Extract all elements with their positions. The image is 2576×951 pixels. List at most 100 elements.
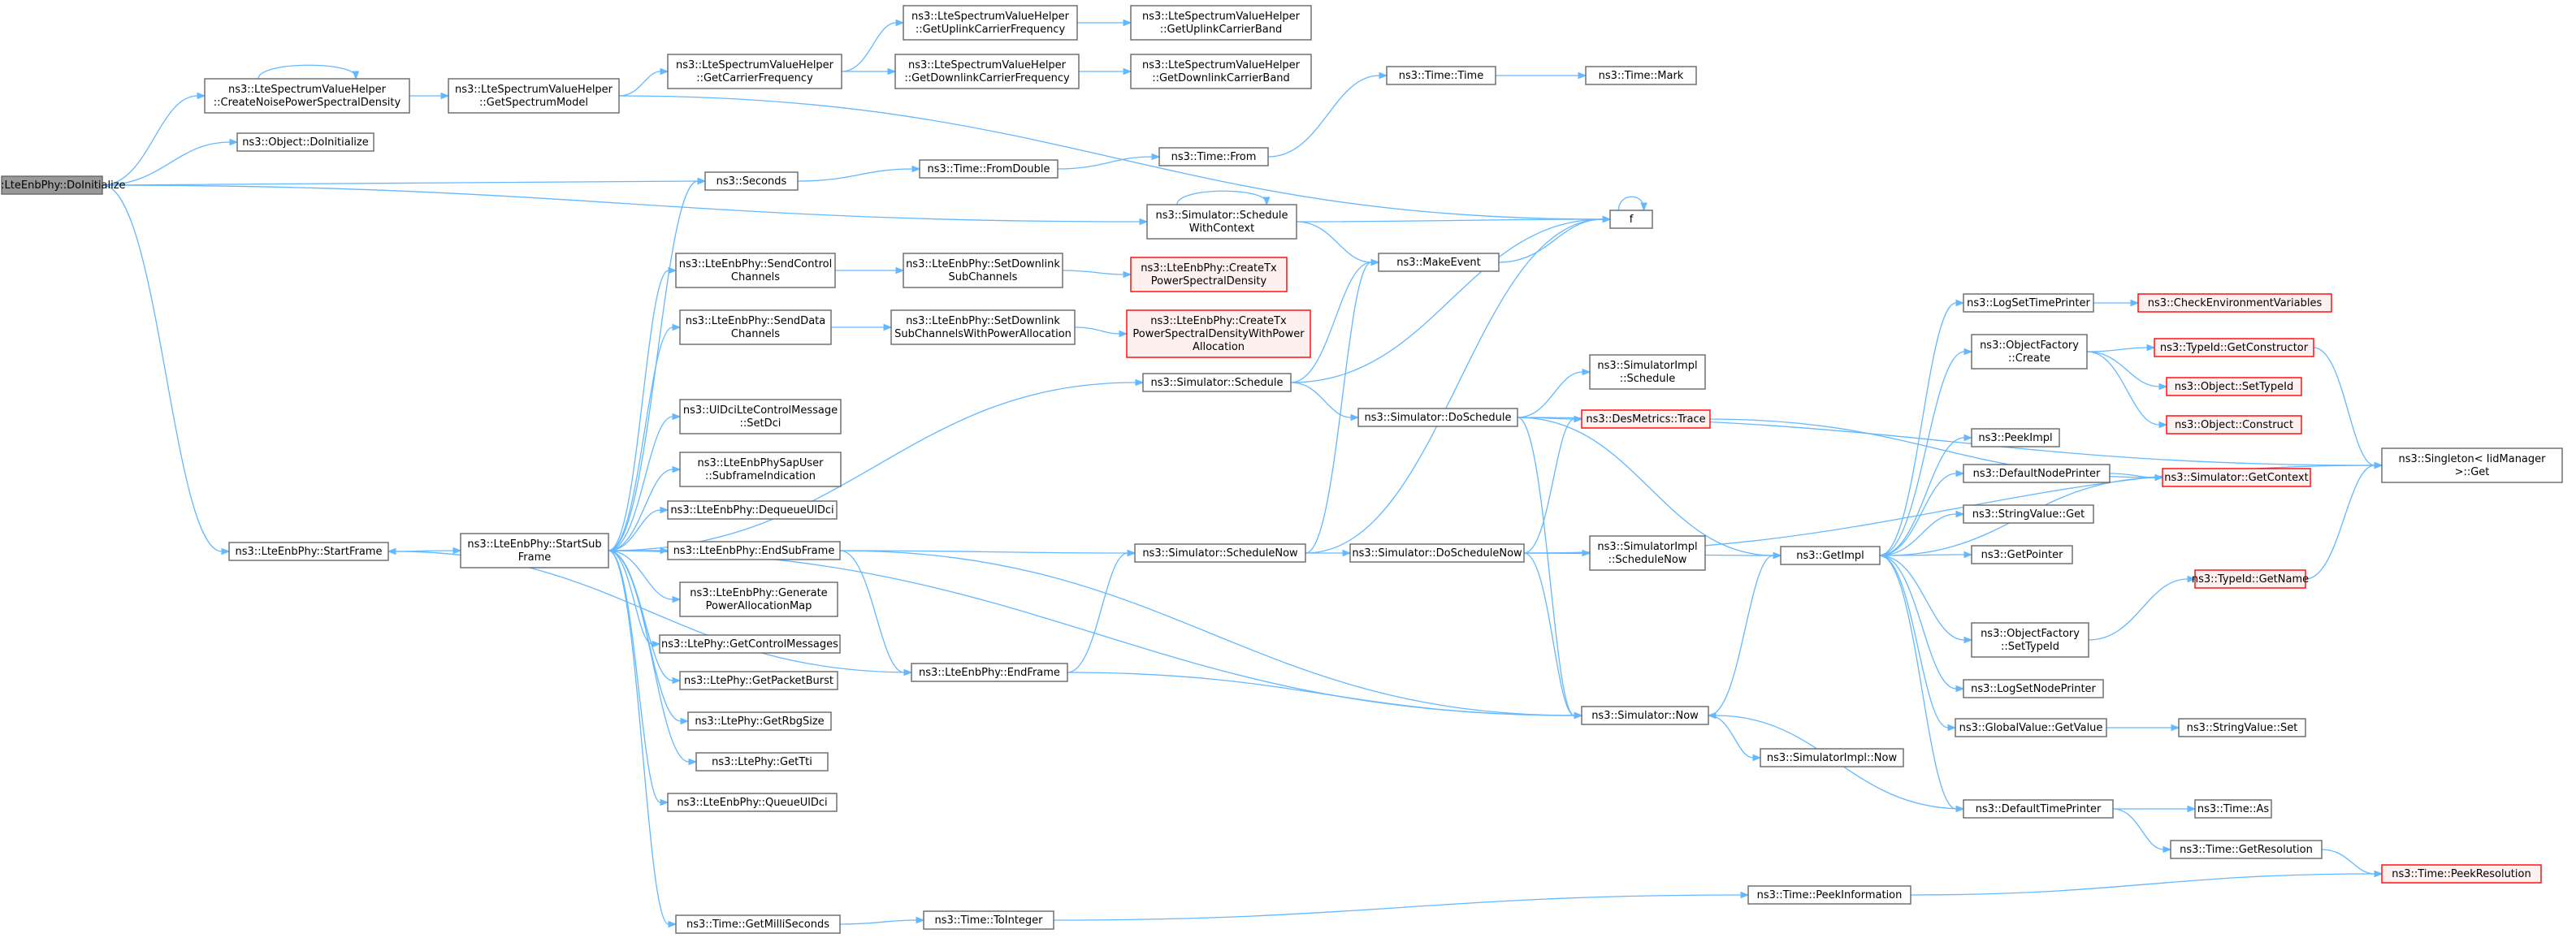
node-box[interactable] (1130, 54, 1312, 89)
node-box[interactable] (1955, 718, 2107, 737)
node-box[interactable] (1130, 257, 1288, 292)
node-box[interactable] (1963, 293, 2094, 313)
node-box[interactable] (1134, 543, 1306, 563)
node-ulsetdci[interactable]: ns3::UlDciLteControlMessage::SetDci (679, 399, 842, 434)
node-simimplsched[interactable]: ns3::SimulatorImpl::Schedule (1589, 354, 1706, 390)
node-getdlcb[interactable]: ns3::LteSpectrumValueHelper::GetDownlink… (1130, 54, 1312, 89)
node-construct[interactable]: ns3::Object::Construct (2166, 415, 2302, 434)
node-box[interactable] (460, 533, 609, 568)
node-box[interactable] (667, 541, 841, 560)
node-box[interactable] (1963, 504, 2094, 524)
node-box[interactable] (1971, 622, 2089, 658)
node-logsetnode[interactable]: ns3::LogSetNodePrinter (1963, 679, 2104, 698)
node-box[interactable] (2178, 718, 2306, 737)
node-getdlcf[interactable]: ns3::LteSpectrumValueHelper::GetDownlink… (894, 54, 1080, 89)
node-simimplsnow[interactable]: ns3::SimulatorImpl::ScheduleNow (1589, 535, 1706, 571)
node-getms[interactable]: ns3::Time::GetMilliSeconds (675, 914, 841, 934)
node-box[interactable] (667, 54, 842, 89)
node-getcarr[interactable]: ns3::LteSpectrumValueHelper::GetCarrierF… (667, 54, 842, 89)
node-box[interactable] (1780, 546, 1881, 565)
node-endsub[interactable]: ns3::LteEnbPhy::EndSubFrame (667, 541, 841, 560)
node-box[interactable] (1357, 408, 1518, 427)
node-sapuser[interactable]: ns3::LteEnbPhySapUser::SubframeIndicatio… (679, 452, 842, 487)
node-dequeueul[interactable]: ns3::LteEnbPhy::DequeueUlDci (667, 500, 838, 520)
node-simnow[interactable]: ns3::Simulator::Now (1581, 706, 1709, 725)
node-box[interactable] (1581, 409, 1711, 429)
node-strvalget[interactable]: ns3::StringValue::Get (1963, 504, 2094, 524)
node-simsched[interactable]: ns3::Simulator::Schedule (1142, 373, 1292, 392)
node-getcontext[interactable]: ns3::Simulator::GetContext (2162, 468, 2311, 487)
node-box[interactable] (2194, 799, 2272, 819)
node-box[interactable] (923, 910, 1054, 930)
node-dosnow[interactable]: ns3::Simulator::DoScheduleNow (1349, 543, 1525, 563)
node-queueul[interactable]: ns3::LteEnbPhy::QueueUlDci (667, 793, 838, 812)
node-box[interactable] (228, 542, 389, 561)
node-getulcb[interactable]: ns3::LteSpectrumValueHelper::GetUplinkCa… (1130, 5, 1312, 41)
node-getctrl[interactable]: ns3::LtePhy::GetControlMessages (659, 634, 841, 654)
node-getpointer[interactable]: ns3::GetPointer (1971, 545, 2073, 564)
node-getctor[interactable]: ns3::TypeId::GetConstructor (2154, 338, 2314, 357)
node-box[interactable] (1971, 545, 2073, 564)
node-box[interactable] (1971, 334, 2088, 370)
node-box[interactable] (1386, 66, 1496, 85)
node-box[interactable] (2170, 840, 2323, 859)
node-box[interactable] (679, 581, 838, 617)
node-box[interactable] (2137, 293, 2332, 313)
node-strvalset[interactable]: ns3::StringValue::Set (2178, 718, 2306, 737)
node-getname[interactable]: ns3::TypeId::GetName (2192, 569, 2309, 589)
node-box[interactable] (704, 171, 799, 191)
node-box[interactable] (1963, 679, 2104, 698)
node-box[interactable] (1158, 147, 1269, 166)
node-box[interactable] (1581, 706, 1709, 725)
node-timefrom[interactable]: ns3::Time::From (1158, 147, 1269, 166)
node-box[interactable] (2154, 338, 2314, 357)
node-box[interactable] (903, 253, 1063, 288)
node-box[interactable] (2166, 377, 2302, 396)
node-startframe[interactable]: ns3::LteEnbPhy::StartFrame (228, 542, 389, 561)
node-createtx[interactable]: ns3::LteEnbPhy::CreateTxPowerSpectralDen… (1130, 257, 1288, 292)
node-setdlsubpa[interactable]: ns3::LteEnbPhy::SetDownlinkSubChannelsWi… (890, 309, 1076, 345)
node-box[interactable] (2162, 468, 2311, 487)
node-box[interactable] (679, 309, 832, 345)
node-f[interactable]: f (1609, 210, 1653, 229)
node-box[interactable] (1130, 5, 1312, 41)
node-box[interactable] (1349, 543, 1525, 563)
node-genpam[interactable]: ns3::LteEnbPhy::GeneratePowerAllocationM… (679, 581, 838, 617)
node-box[interactable] (2166, 415, 2302, 434)
node-createtxpa[interactable]: ns3::LteEnbPhy::CreateTxPowerSpectralDen… (1126, 309, 1311, 358)
node-box[interactable] (2381, 864, 2542, 884)
node-peekres[interactable]: ns3::Time::PeekResolution (2381, 864, 2542, 884)
node-checkenv[interactable]: ns3::CheckEnvironmentVariables (2137, 293, 2332, 313)
node-box[interactable] (659, 634, 841, 654)
node-tointeger[interactable]: ns3::Time::ToInteger (923, 910, 1054, 930)
node-box[interactable] (675, 253, 836, 288)
node-box[interactable] (1585, 66, 1697, 85)
node-endframe[interactable]: ns3::LteEnbPhy::EndFrame (911, 663, 1068, 682)
node-desmetrics[interactable]: ns3::DesMetrics::Trace (1581, 409, 1711, 429)
node-box[interactable] (1, 175, 103, 195)
node-box[interactable] (675, 914, 841, 934)
node-box[interactable] (911, 663, 1068, 682)
node-simimplnow[interactable]: ns3::SimulatorImpl::Now (1760, 748, 1904, 767)
node-box[interactable] (2381, 447, 2563, 483)
node-defnodeprinter[interactable]: ns3::DefaultNodePrinter (1963, 464, 2111, 483)
node-box[interactable] (236, 132, 374, 152)
node-box[interactable] (679, 671, 838, 690)
node-doinit[interactable]: ns3::LteEnbPhy::DoInitialize (0, 175, 126, 195)
node-box[interactable] (448, 78, 620, 114)
node-objfcreate[interactable]: ns3::ObjectFactory::Create (1971, 334, 2088, 370)
node-settypeid[interactable]: ns3::Object::SetTypeId (2166, 377, 2302, 396)
node-timetime[interactable]: ns3::Time::Time (1386, 66, 1496, 85)
node-box[interactable] (890, 309, 1076, 345)
node-box[interactable] (679, 452, 842, 487)
node-gvgetvalue[interactable]: ns3::GlobalValue::GetValue (1955, 718, 2107, 737)
node-timemark[interactable]: ns3::Time::Mark (1585, 66, 1697, 85)
node-getpkt[interactable]: ns3::LtePhy::GetPacketBurst (679, 671, 838, 690)
node-peekinfo[interactable]: ns3::Time::PeekInformation (1747, 885, 1911, 905)
node-cnpsd[interactable]: ns3::LteSpectrumValueHelper::CreateNoise… (204, 78, 410, 114)
node-gettti[interactable]: ns3::LtePhy::GetTti (695, 752, 829, 772)
node-peekimpl[interactable]: ns3::PeekImpl (1971, 428, 2060, 447)
